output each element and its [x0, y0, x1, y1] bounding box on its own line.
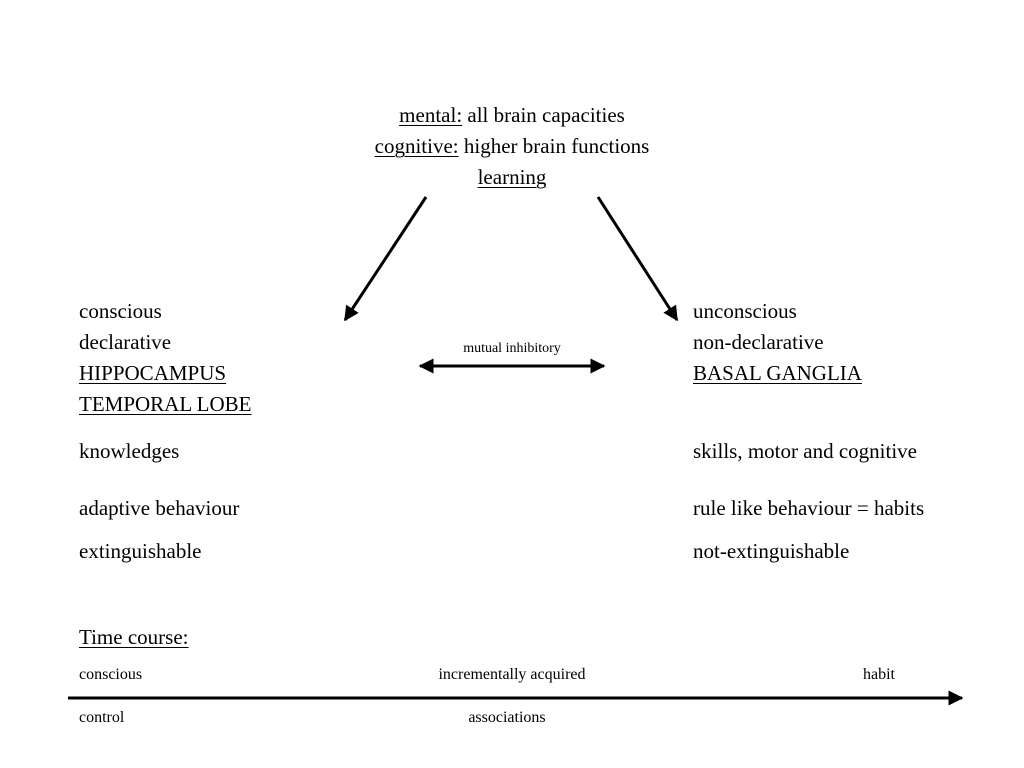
right-basal-ganglia: BASAL GANGLIA [693, 361, 862, 385]
mental-key: mental: [399, 103, 463, 127]
left-temporal-lobe: TEMPORAL LOBE [79, 392, 252, 416]
right-not-extinguishable: not-extinguishable [693, 539, 850, 563]
learning-label: learning [477, 165, 547, 189]
left-declarative: declarative [79, 330, 172, 354]
cognitive-desc: higher brain functions [458, 134, 650, 158]
time-course-habit: habit [863, 666, 895, 683]
right-non-declarative: non-declarative [693, 330, 824, 354]
left-hippocampus: HIPPOCAMPUS [79, 361, 227, 385]
left-conscious: conscious [79, 299, 162, 323]
mental-desc: all brain capacities [462, 103, 625, 127]
time-course-title: Time course: [79, 625, 189, 649]
arrow-to-conscious [343, 196, 428, 322]
arrow-to-unconscious [596, 196, 679, 322]
learning-line: learning [312, 167, 712, 188]
left-adaptive-behaviour: adaptive behaviour [79, 496, 240, 520]
right-rule-like-behaviour: rule like behaviour = habits [693, 496, 925, 520]
time-course-associations: associations [468, 709, 546, 726]
left-knowledges: knowledges [79, 439, 180, 463]
time-course-incrementally-acquired: incrementally acquired [438, 666, 586, 683]
right-unconscious: unconscious [693, 299, 797, 323]
time-course-conscious: conscious [79, 666, 143, 683]
mutual-inhibitory-label: mutual inhibitory [463, 341, 561, 356]
mental-line: mental: all brain capacities [312, 105, 712, 126]
left-extinguishable: extinguishable [79, 539, 202, 563]
right-skills: skills, motor and cognitive [693, 439, 917, 463]
cognitive-key: cognitive: [374, 134, 459, 158]
time-course-control: control [79, 709, 125, 726]
cognitive-line: cognitive: higher brain functions [312, 136, 712, 157]
